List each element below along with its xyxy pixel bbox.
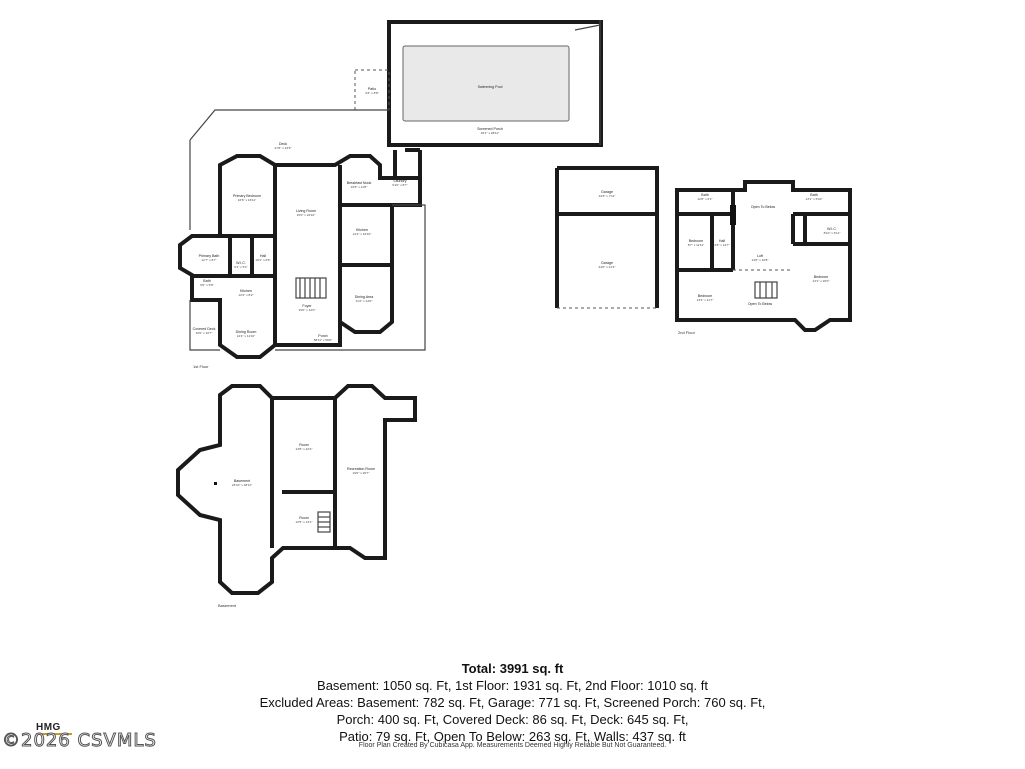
foyer-label: Foyer [302,304,312,308]
living-room-label: Living Room [296,209,316,213]
bath-2a-dim: 12'8" x 6'1" [697,197,712,201]
covered-deck-label: Covered Deck [193,327,216,331]
basement-plan: Room 13'8" x 22'4" Basement 24'10" x 48'… [176,384,417,608]
kitchen-dim: 12'2" x 16'10" [353,232,372,236]
open-to-below-b-label: Open To Below [748,302,773,306]
garage-top-label: Garage [601,190,613,194]
garage-main-label: Garage [601,261,613,265]
loft-label: Loft [757,254,763,258]
patio-dim: 9'3" x 8'8" [365,91,379,95]
kitchen-label: Kitchen [356,228,368,232]
foyer-dim: 15'0" x 12'0" [299,308,316,312]
footer-note: Floor Plan Created By Cubicasa App. Meas… [358,742,667,749]
primary-bath-label: Primary Bath [199,254,220,258]
dining-area-dim: 11'2" x 14'0" [356,299,373,303]
hall-2-label: Hall [719,239,725,243]
covered-deck-dim: 10'0" x 10'7" [196,331,213,335]
recreation-room-label: Recreation Room [347,467,375,471]
basement-room-label: Basement [234,479,250,483]
wic-first-label: W.I.C. [236,261,246,265]
living-room-dim: 15'0" x 22'10" [297,213,316,217]
patio-area: Patio 9'3" x 8'8" [354,69,390,111]
area-summary: Total: 3991 sq. ft Basement: 1050 sq. Ft… [0,660,1025,745]
laundry-dim: 6'10" x 8'7" [392,183,407,187]
summary-line-2: Excluded Areas: Basement: 782 sq. Ft, Ga… [259,695,766,710]
bedroom-a-dim: 8'7" x 11'11" [688,243,705,247]
wic-first-dim: 6'1" x 5'1" [234,265,248,269]
porch-dim: 58'11" x 56'0" [314,338,332,342]
watermark: HMG ©2026 CSVMLS [2,722,162,752]
room-base-b-dim: 12'5" x 13'1" [296,520,313,524]
logo-bar [36,733,72,735]
screened-porch-dim: 46'1" x 28'11" [481,131,499,135]
porch-label: Porch [318,334,327,338]
summary-line-3: Porch: 400 sq. Ft, Covered Deck: 86 sq. … [336,712,689,727]
patio-label: Patio [368,87,376,91]
dining-area-label: Dining Area [355,295,374,299]
screened-porch-label: Screened Porch [477,127,503,131]
bath-first-dim: 6'0" x 5'8" [200,283,214,287]
wic-2-label: W.I.C. [827,227,837,231]
hall-first-dim: 10'1" x 6'6" [255,258,270,262]
bedroom-c-dim: 13'4" x 11'7" [697,298,714,302]
bedroom-a-label: Bedroom [689,239,704,243]
hmg-logo: HMG [36,722,61,733]
laundry-label: Laundry [394,179,407,183]
kitchen-small-label: Kitchen [240,289,252,293]
swimming-pool-label: Swimming Pool [478,85,503,89]
screened-porch-area: Swimming Pool Screened Porch 46'1" x 28'… [387,20,603,147]
bath-first-label: Bath [203,279,210,283]
bath-2b-dim: 13'1" x 5'10" [806,197,823,201]
room-base-a-dim: 13'8" x 22'4" [296,447,313,451]
bedroom-b-dim: 13'1" x 20'0" [813,279,830,283]
primary-bedroom-dim: 16'6" x 16'11" [238,198,256,202]
primary-bedroom-label: Primary Bedroom [233,194,261,198]
second-floor-plan: Bath 12'8" x 6'1" Open To Below Bath 13'… [675,180,852,335]
swimming-pool [402,45,570,122]
bath-2a-label: Bath [701,193,708,197]
total-area: Total: 3991 sq. ft [461,661,564,676]
floor-plan-drawing: Swimming Pool Screened Porch 46'1" x 28'… [176,20,852,608]
open-to-below-a-label: Open To Below [751,205,776,209]
garage-plan: Garage 24'6" x 7'11" Garage 24'0" x 21'4… [555,166,659,309]
garage-top-dim: 24'6" x 7'11" [599,194,616,198]
deck-dim: 47'8" x 23'9" [275,146,292,150]
breakfast-nook-dim: 10'6" x 11'8" [351,185,368,189]
hall-first-label: Hall [260,254,266,258]
hall-2-dim: 4'6" x 12'7" [714,243,729,247]
primary-bath-dim: 12'7" x 8'7" [201,258,216,262]
copyright-watermark: ©2026 CSVMLS [2,730,157,752]
first-floor-plan: Deck 47'8" x 23'9" Primary Bedroom 16'6"… [178,109,426,369]
basement-floor-label: Basement [218,603,237,608]
first-floor-label: 1st Floor [193,364,209,369]
breakfast-nook-label: Breakfast Nook [347,181,372,185]
dining-room-label: Dining Room [236,330,257,334]
wic-2-dim: 8'10" x 6'11" [824,231,841,235]
summary-line-4: Patio: 79 sq. Ft, Open To Below: 263 sq.… [339,729,686,744]
bedroom-c-label: Bedroom [698,294,713,298]
garage-main-dim: 24'0" x 21'4" [599,265,616,269]
deck-label: Deck [279,142,287,146]
second-floor-label: 2nd Floor [678,330,696,335]
room-base-b-label: Room [299,516,309,520]
loft-dim: 14'6" x 10'8" [752,258,769,262]
bath-2b-label: Bath [810,193,817,197]
basement-room-dim: 24'10" x 48'11" [232,483,252,487]
kitchen-small-dim: 12'4" x 8'2" [238,293,253,297]
dining-room-dim: 12'4" x 11'10" [237,334,255,338]
summary-line-1: Basement: 1050 sq. Ft, 1st Floor: 1931 s… [317,678,708,693]
recreation-room-dim: 19'0" x 26'7" [353,471,370,475]
room-base-a-label: Room [299,443,309,447]
bedroom-b-label: Bedroom [814,275,829,279]
